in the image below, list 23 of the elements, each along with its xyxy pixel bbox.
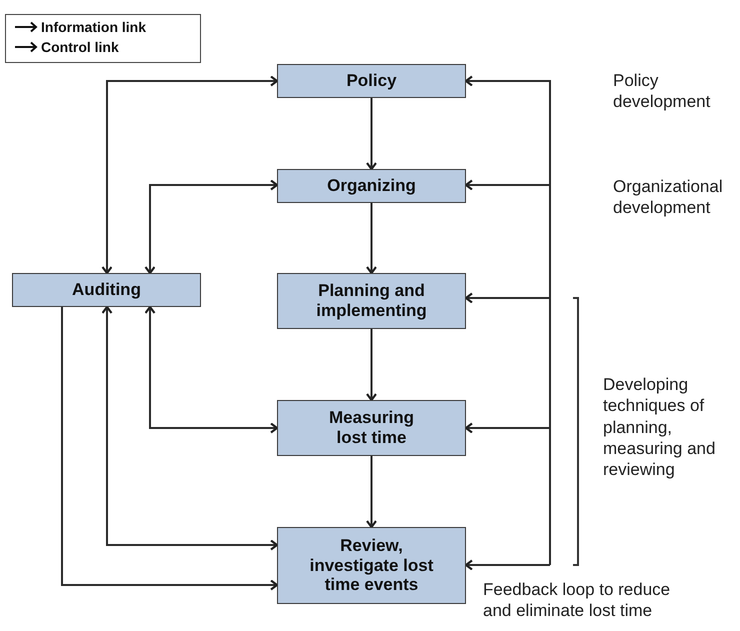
process-box: Measuring lost time bbox=[277, 400, 466, 456]
legend-label: Control link bbox=[41, 39, 119, 55]
arrow bbox=[101, 75, 278, 274]
annotation-text: Feedback loop to reduce and eliminate lost time bbox=[483, 579, 672, 622]
arrow bbox=[366, 203, 378, 274]
arrow bbox=[366, 456, 378, 528]
process-box: Policy bbox=[277, 64, 466, 98]
arrow bbox=[464, 559, 550, 571]
process-box: Organizing bbox=[277, 169, 466, 203]
annotation-text: Developing techniques of planning, measuring and reviewing bbox=[603, 374, 716, 480]
annotation-text: Policy development bbox=[613, 70, 712, 112]
legend-label: Information link bbox=[41, 19, 146, 35]
process-box: Auditing bbox=[12, 273, 201, 307]
process-box: Review, investigate lost time events bbox=[277, 527, 466, 604]
arrow bbox=[101, 306, 278, 551]
arrow bbox=[144, 306, 278, 434]
arrow bbox=[61, 307, 278, 591]
annotation-text: Organizational development bbox=[613, 176, 724, 218]
arrow bbox=[366, 329, 378, 402]
arrow bbox=[366, 98, 378, 170]
arrow bbox=[464, 422, 551, 565]
process-box: Planning and implementing bbox=[277, 273, 466, 329]
arrow bbox=[144, 179, 278, 274]
